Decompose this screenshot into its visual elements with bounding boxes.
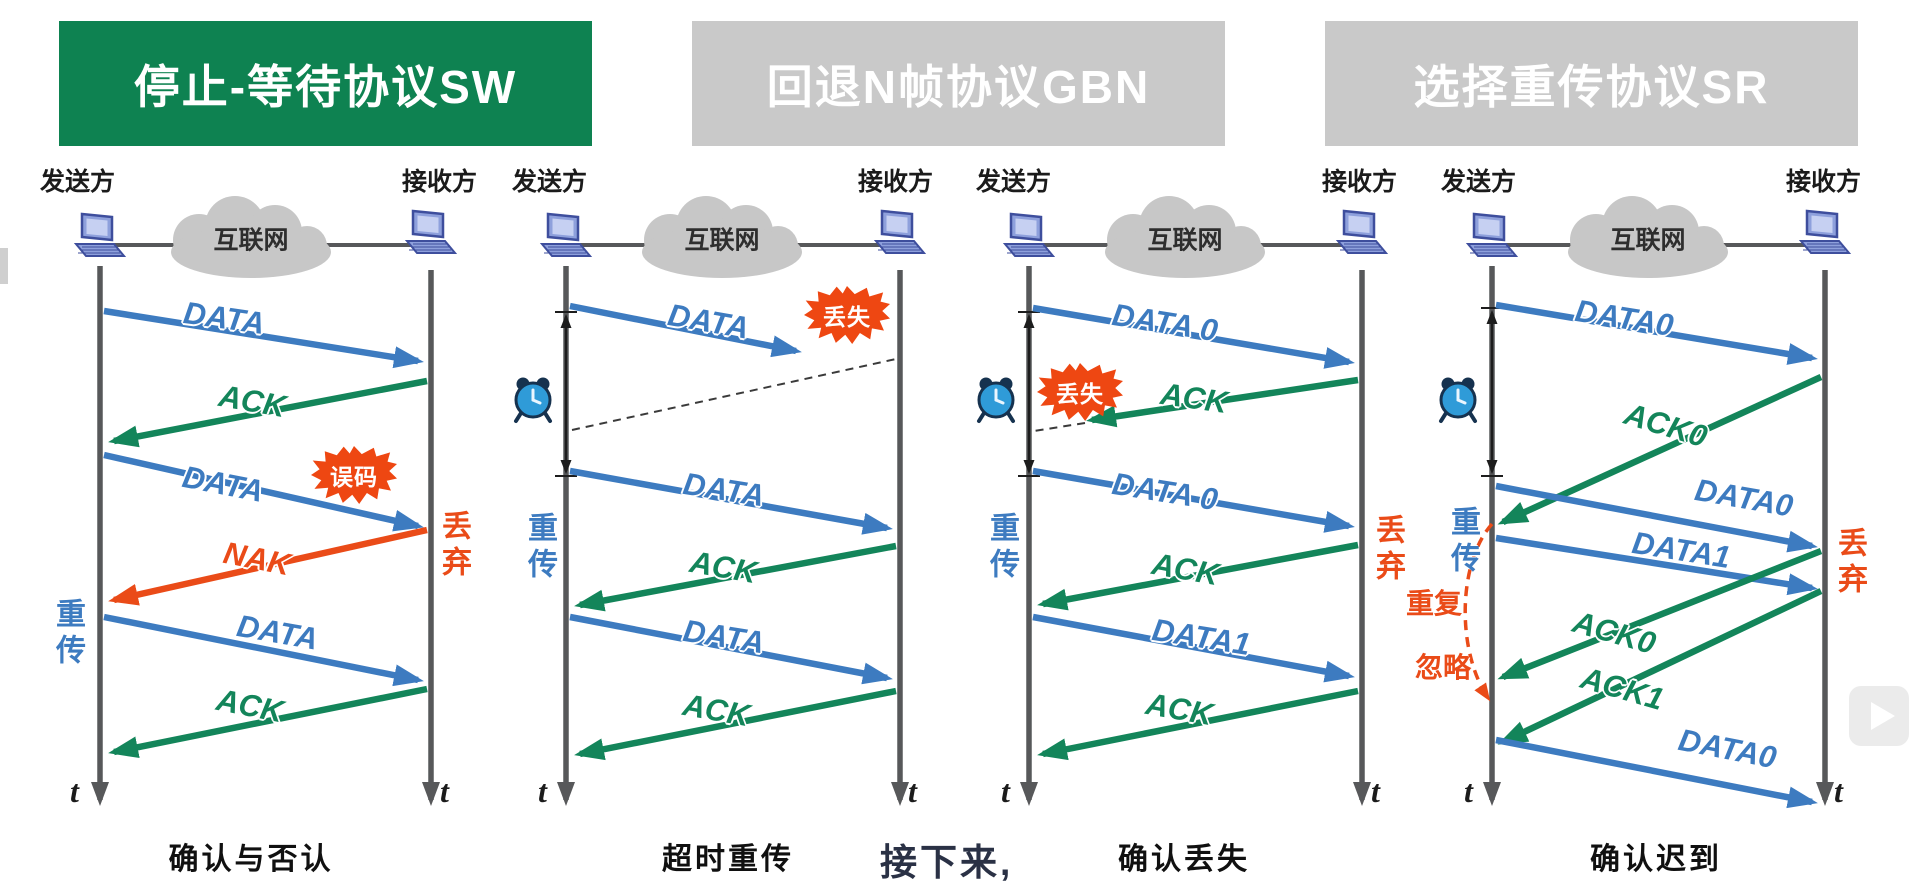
data-retransmit-arrow	[103, 613, 424, 687]
panel-caption: 确认丢失	[1118, 843, 1250, 876]
time-axis-label: t	[538, 773, 547, 809]
receiver-computer-icon	[874, 209, 926, 255]
retransmit-label: 重传	[523, 512, 556, 584]
alarm-clock-icon	[1439, 375, 1477, 423]
header-stop-and-wait: 停止-等待协议SW	[59, 21, 592, 146]
panel-caption: 确认与否认	[168, 843, 334, 876]
sender-label: 发送方	[1441, 168, 1517, 196]
edge-artifact	[0, 248, 8, 284]
header-selective-repeat: 选择重传协议SR	[1325, 21, 1858, 146]
panel-timeout-retransmit	[514, 196, 926, 806]
sender-computer-icon	[1003, 212, 1055, 258]
ack-arrow	[1037, 541, 1359, 611]
internet-label: 互联网	[684, 226, 760, 255]
ignore-label: 忽略	[1415, 652, 1472, 683]
receiver-label: 接收方	[858, 168, 934, 196]
discard-label: 丢弃	[437, 510, 470, 582]
ack-arrow	[108, 377, 428, 448]
data-error-arrow	[103, 451, 424, 532]
ack-arrow	[574, 687, 897, 761]
receiver-label: 接收方	[1322, 168, 1398, 196]
sender-computer-icon	[74, 212, 126, 258]
header-label: 选择重传协议SR	[1413, 60, 1770, 113]
retransmit-label: 重传	[985, 512, 1018, 584]
expected-ack-dashed-line	[1033, 422, 1086, 432]
subtitle: 接下来,	[880, 842, 1014, 883]
data-lost-arrow	[569, 302, 802, 358]
lost-badge-label: 丢失	[1056, 381, 1104, 407]
time-axis-label: t	[1834, 773, 1843, 809]
header-go-back-n: 回退N帧协议GBN	[692, 21, 1225, 146]
data0-arrow	[1032, 304, 1355, 369]
time-axis-label: t	[1001, 773, 1010, 809]
ack-lost-arrow	[1086, 376, 1359, 428]
duplicate-ignore-dashed-arc	[1463, 522, 1494, 702]
header-label: 回退N帧协议GBN	[766, 60, 1151, 113]
alarm-clock-icon	[977, 375, 1015, 423]
internet-label: 互联网	[1610, 226, 1686, 255]
ack-arrow	[1037, 687, 1359, 761]
time-axis-label: t	[1371, 773, 1380, 809]
data0-arrow	[1495, 736, 1818, 809]
data0-retransmit-arrow	[1032, 467, 1355, 533]
time-axis-label: t	[908, 773, 917, 809]
sender-label: 发送方	[976, 168, 1052, 196]
data1-arrow	[1495, 534, 1818, 596]
ack0-arrow	[1497, 547, 1823, 681]
receiver-label: 接收方	[402, 168, 478, 196]
discard-label: 丢弃	[1833, 527, 1866, 599]
play-icon	[1871, 702, 1895, 730]
data-arrow	[103, 307, 424, 369]
ack-label: ACK	[1158, 376, 1230, 421]
panel-ack-nak	[74, 196, 457, 806]
play-button[interactable]	[1849, 686, 1909, 746]
panel-ack-late	[1439, 196, 1851, 809]
panel-caption: 确认迟到	[1590, 843, 1722, 876]
time-axis-label: t	[70, 773, 79, 809]
data-arrow	[569, 613, 893, 685]
time-axis-label: t	[1464, 773, 1473, 809]
sender-computer-icon	[540, 212, 592, 258]
ack1-arrow	[1497, 588, 1823, 745]
sender-label: 发送方	[40, 168, 116, 196]
internet-label: 互联网	[1147, 226, 1223, 255]
receiver-computer-icon	[1336, 209, 1388, 255]
expected-ack-dashed-line	[571, 358, 897, 431]
retransmit-label: 重传	[51, 598, 84, 670]
duplicate-label: 重复	[1406, 588, 1463, 619]
ack-arrow	[108, 685, 428, 759]
internet-label: 互联网	[213, 226, 289, 255]
sender-computer-icon	[1466, 212, 1518, 258]
sender-label: 发送方	[512, 168, 588, 196]
discard-label: 丢弃	[1371, 514, 1404, 586]
error-badge-label: 误码	[330, 464, 378, 490]
receiver-computer-icon	[1799, 209, 1851, 255]
retransmit-label: 重传	[1446, 506, 1479, 578]
alarm-clock-icon	[514, 375, 552, 423]
data1-arrow	[1032, 613, 1355, 683]
nak-arrow	[108, 526, 428, 606]
lost-badge-label: 丢失	[823, 304, 871, 330]
receiver-label: 接收方	[1786, 168, 1862, 196]
receiver-computer-icon	[405, 209, 457, 255]
data0-retransmit-arrow	[1495, 482, 1818, 553]
panel-ack-lost	[977, 196, 1388, 806]
data-retransmit-arrow	[569, 467, 893, 535]
panel-caption: 超时重传	[662, 843, 794, 876]
time-axis-label: t	[440, 773, 449, 809]
ack-arrow	[574, 542, 897, 612]
data0-arrow	[1495, 301, 1818, 365]
header-label: 停止-等待协议SW	[133, 60, 518, 113]
